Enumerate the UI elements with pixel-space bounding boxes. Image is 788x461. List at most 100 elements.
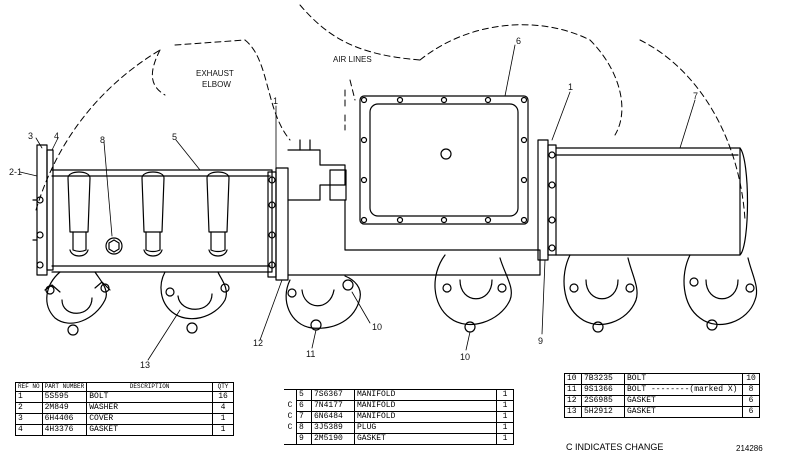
table-row: 9 2M5190 GASKET 1 (284, 433, 514, 445)
table-row: 2 2M849 WASHER 4 (15, 402, 234, 414)
label-elbow: ELBOW (202, 80, 231, 89)
callout-10-center: 10 (372, 322, 382, 332)
cell-desc: GASKET (624, 406, 743, 418)
cell-desc: MANIFOLD (354, 411, 497, 423)
cell-qty: 1 (496, 411, 514, 423)
table-row: C 8 3J5389 PLUG 1 (284, 422, 514, 434)
cell-desc: BOLT (86, 391, 213, 403)
cell-desc: GASKET (624, 395, 743, 407)
cell-part: 5S595 (41, 391, 88, 403)
header-description: DESCRIPTION (86, 382, 213, 392)
cell-ref: 12 (564, 395, 582, 407)
cell-part: 2M849 (41, 402, 88, 414)
cell-qty: 6 (742, 395, 760, 407)
cell-desc: COVER (86, 413, 213, 425)
cell-qty: 1 (496, 389, 514, 401)
callout-3: 3 (28, 131, 33, 141)
table-row: 10 7B3235 BOLT 10 (564, 373, 760, 385)
callout-2: 2-1 (9, 167, 22, 177)
center-connector (285, 139, 541, 331)
cell-part: 2S6985 (581, 395, 625, 407)
cell-part: 7B3235 (581, 373, 625, 385)
cell-part: 5H2912 (581, 406, 625, 418)
callout-1-left: 1 (273, 96, 278, 106)
cell-ref: 1 (15, 391, 43, 403)
cell-ref: 13 (564, 406, 582, 418)
cell-desc: GASKET (354, 433, 497, 445)
cell-ref: 7 (296, 411, 312, 423)
cell-ref: 6 (296, 400, 312, 412)
parts-table-1: REF NO PART NUMBER DESCRIPTION QTY 1 5S5… (15, 382, 234, 436)
manifold-cover-plate (359, 95, 529, 225)
cell-desc: PLUG (354, 422, 497, 434)
cell-ref: 5 (296, 389, 312, 401)
cell-part: 7N4177 (311, 400, 355, 412)
callout-9: 9 (538, 336, 543, 346)
label-exhaust: EXHAUST (196, 69, 234, 78)
header-qty: QTY (212, 382, 234, 392)
cell-ref: 8 (296, 422, 312, 434)
callout-12: 12 (253, 338, 263, 348)
right-manifold (434, 139, 758, 333)
callout-5: 5 (172, 132, 177, 142)
cell-qty: 6 (742, 406, 760, 418)
cell-desc: BOLT --------(marked X) (624, 384, 743, 396)
cell-change: C (284, 422, 297, 434)
cell-change: C (284, 411, 297, 423)
header-ref: REF NO (15, 382, 43, 392)
cell-desc: WASHER (86, 402, 213, 414)
header-part-number: PART NUMBER (41, 382, 88, 392)
callout-13: 13 (140, 360, 150, 370)
cell-part: 2M5190 (311, 433, 355, 445)
table-row: C 6 7N4177 MANIFOLD 1 (284, 400, 514, 412)
left-manifold (32, 144, 289, 336)
cell-qty: 1 (212, 413, 234, 425)
cell-qty: 16 (212, 391, 234, 403)
cell-change: C (284, 400, 297, 412)
table-row: 12 2S6985 GASKET 6 (564, 395, 760, 407)
cell-qty: 4 (212, 402, 234, 414)
cell-change (284, 389, 297, 401)
cell-qty: 8 (742, 384, 760, 396)
cell-ref: 3 (15, 413, 43, 425)
leader-lines (19, 44, 696, 361)
cell-ref: 4 (15, 424, 43, 436)
cell-ref: 11 (564, 384, 582, 396)
table-header-row: REF NO PART NUMBER DESCRIPTION QTY (15, 382, 234, 392)
cell-part: 3J5389 (311, 422, 355, 434)
cell-part: 9S1366 (581, 384, 625, 396)
callout-8: 8 (100, 135, 105, 145)
callout-6: 6 (516, 36, 521, 46)
cell-desc: GASKET (86, 424, 213, 436)
table-row: 11 9S1366 BOLT --------(marked X) 8 (564, 384, 760, 396)
cell-qty: 1 (496, 433, 514, 445)
cell-ref: 2 (15, 402, 43, 414)
callout-7: 7 (693, 91, 698, 101)
cell-qty: 1 (212, 424, 234, 436)
callout-4: 4 (54, 131, 59, 141)
cell-part: 6H4406 (41, 413, 88, 425)
label-air-lines: AIR LINES (333, 55, 372, 64)
table-row: C 7 6N6484 MANIFOLD 1 (284, 411, 514, 423)
table-row: 4 4H3376 GASKET 1 (15, 424, 234, 436)
drawing-number: 214286 (736, 444, 763, 453)
table-row: 1 5S595 BOLT 16 (15, 391, 234, 403)
cell-part: 6N6484 (311, 411, 355, 423)
cell-ref: 10 (564, 373, 582, 385)
cell-part: 7S6367 (311, 389, 355, 401)
cell-qty: 10 (742, 373, 760, 385)
cell-desc: MANIFOLD (354, 400, 497, 412)
parts-table-2: 5 7S6367 MANIFOLD 1 C 6 7N4177 MANIFOLD … (284, 389, 514, 445)
callout-11: 11 (306, 349, 315, 359)
table-row: 5 7S6367 MANIFOLD 1 (284, 389, 514, 401)
engine-outline-phantom (35, 4, 746, 221)
cell-qty: 1 (496, 400, 514, 412)
cell-desc: BOLT (624, 373, 743, 385)
cell-part: 4H3376 (41, 424, 88, 436)
table-row: 3 6H4406 COVER 1 (15, 413, 234, 425)
change-note: C INDICATES CHANGE (566, 442, 664, 452)
cell-change (284, 433, 297, 445)
parts-table-3: 10 7B3235 BOLT 10 11 9S1366 BOLT -------… (564, 373, 760, 418)
cell-qty: 1 (496, 422, 514, 434)
